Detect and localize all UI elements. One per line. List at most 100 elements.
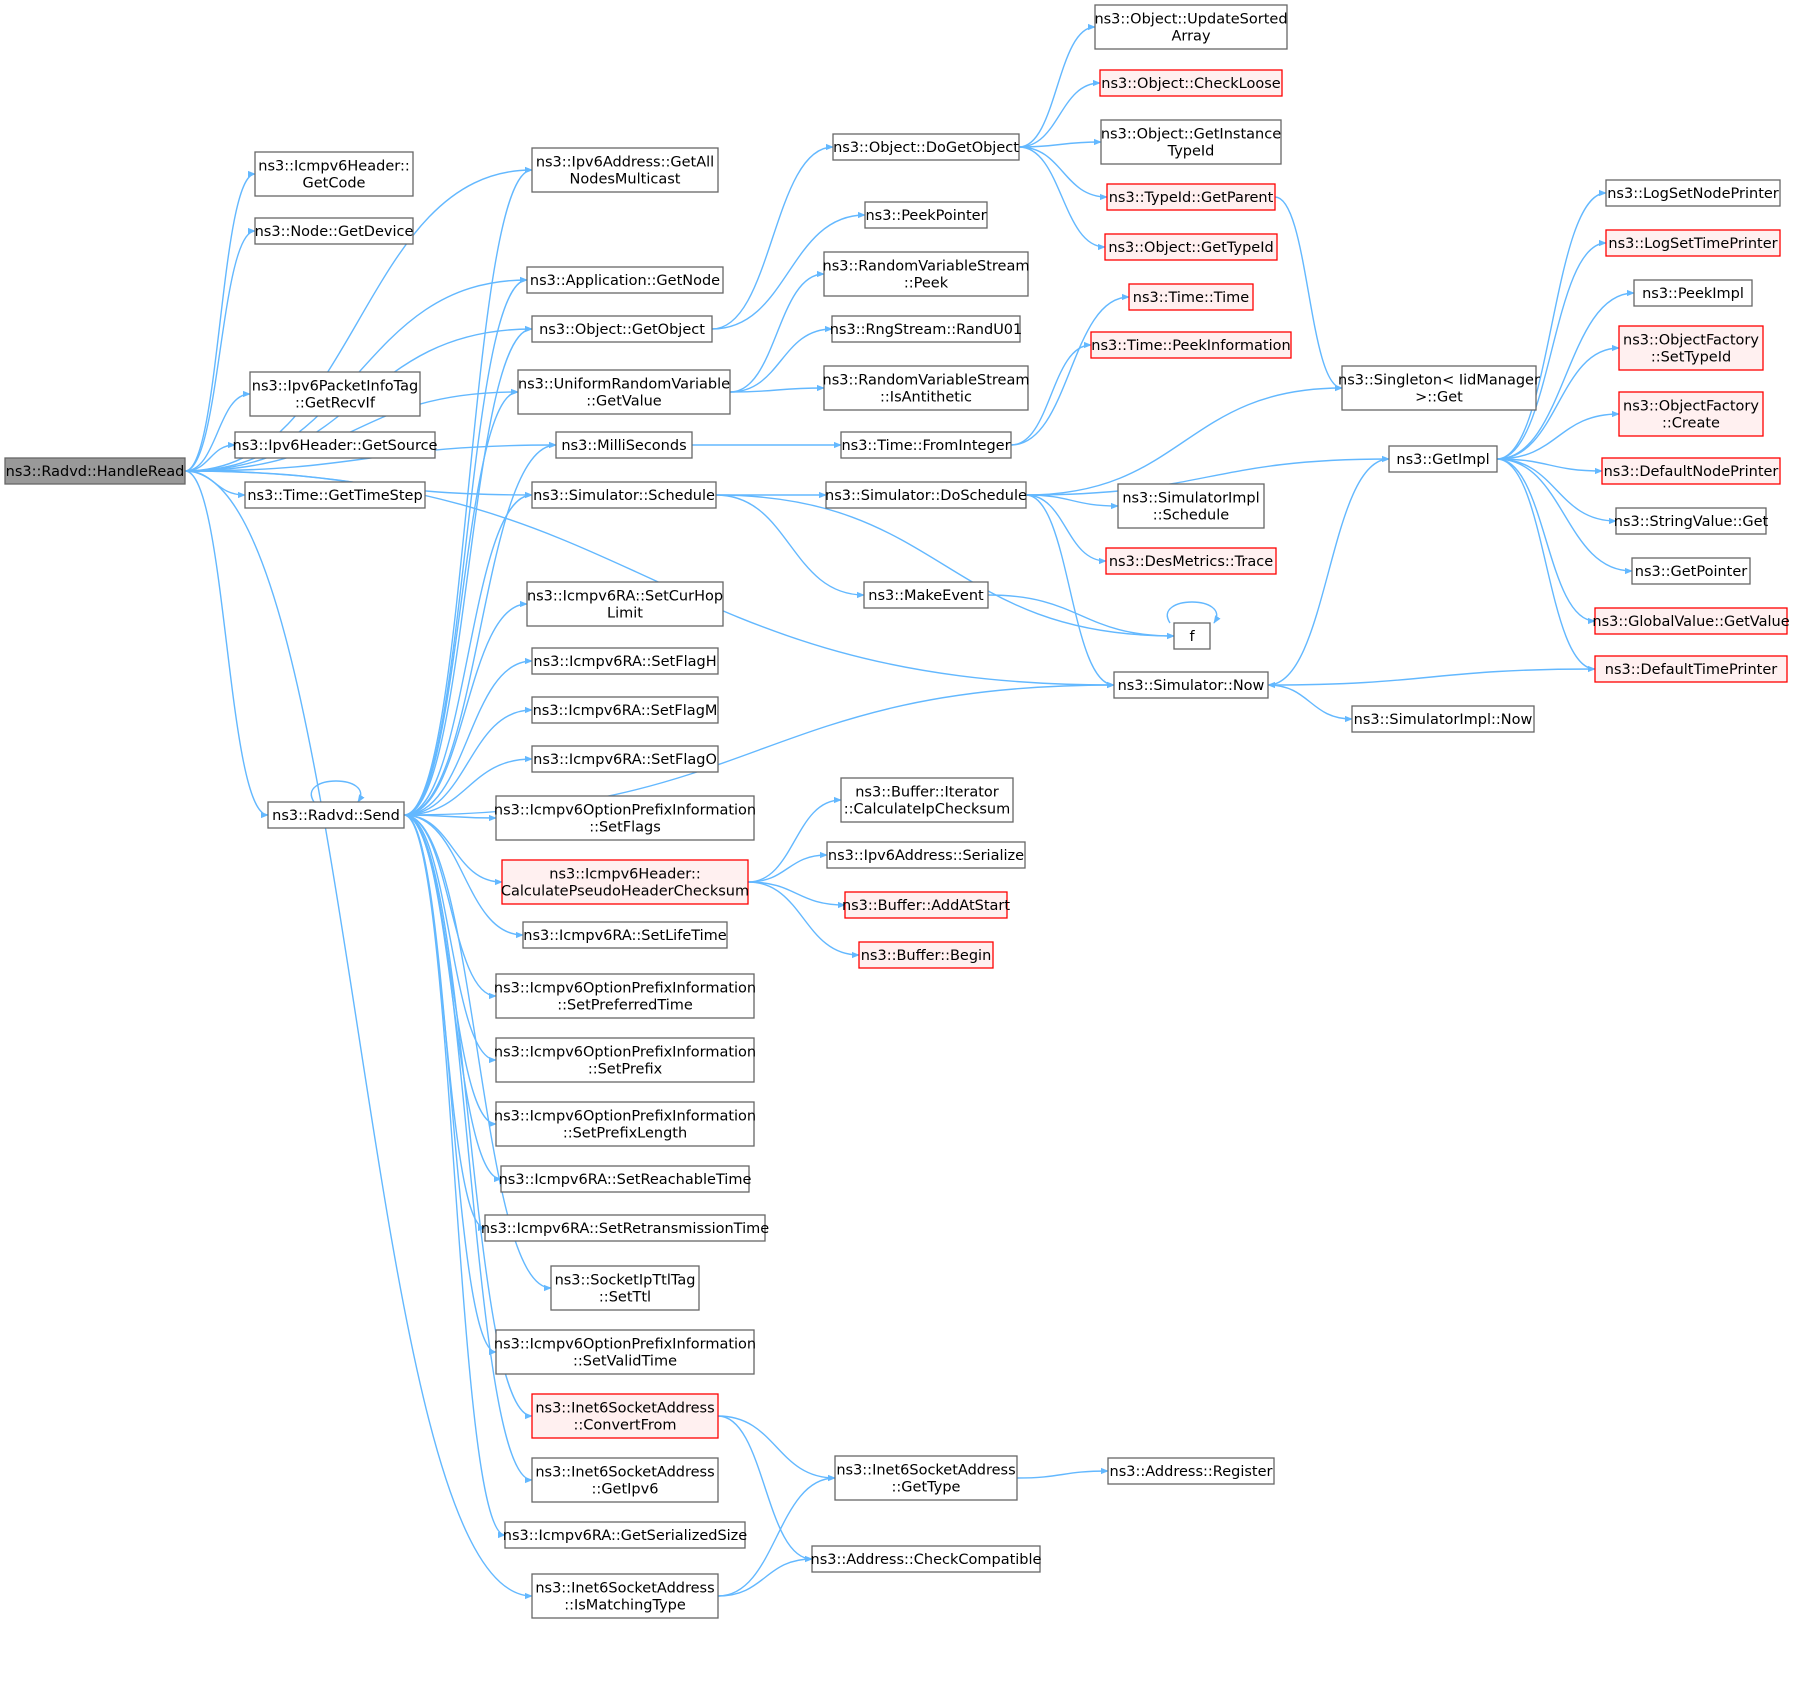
node-milli-seconds[interactable]: ns3::MilliSeconds <box>555 431 693 459</box>
node-label: ::ConvertFrom <box>573 1418 676 1434</box>
node-box <box>4 457 186 485</box>
node-label: ns3::Node::GetDevice <box>255 224 414 240</box>
node-peek-information[interactable]: ns3::Time::PeekInformation <box>1090 331 1292 359</box>
node-des-trace[interactable]: ns3::DesMetrics::Trace <box>1105 547 1277 575</box>
edge-get-impl-to-ofcreate <box>1496 410 1620 460</box>
node-default-time-printer[interactable]: ns3::DefaultTimePrinter <box>1594 655 1788 683</box>
node-box <box>500 1165 750 1193</box>
edge-send-to-set-prefix <box>403 814 497 1064</box>
node-get-serialized-size[interactable]: ns3::Icmpv6RA::GetSerializedSize <box>503 1521 748 1549</box>
node-get-device[interactable]: ns3::Node::GetDevice <box>254 217 414 245</box>
node-peek-pointer[interactable]: ns3::PeekPointer <box>864 201 988 229</box>
node-obj-get-type-id[interactable]: ns3::Object::GetTypeId <box>1104 233 1278 261</box>
nodes-layer: ns3::Radvd::HandleReadns3::Ipv6Address::… <box>4 4 1790 1619</box>
node-f[interactable]: f <box>1173 622 1211 650</box>
node-label: ns3::Icmpv6RA::GetSerializedSize <box>503 1528 748 1544</box>
node-i6-get-type[interactable]: ns3::Inet6SocketAddress::GetType <box>834 1455 1018 1501</box>
node-get-code[interactable]: ns3::Icmpv6Header::GetCode <box>254 151 414 197</box>
node-label: ns3::Icmpv6Header:: <box>549 867 700 883</box>
node-label: ns3::UniformRandomVariable <box>518 377 730 393</box>
node-app-get-node[interactable]: ns3::Application::GetNode <box>526 266 724 294</box>
node-label: TypeId <box>1167 144 1215 160</box>
node-sim-impl-schedule[interactable]: ns3::SimulatorImpl::Schedule <box>1117 483 1265 529</box>
node-make-event[interactable]: ns3::MakeEvent <box>863 581 989 609</box>
node-obj-get-object[interactable]: ns3::Object::GetObject <box>531 315 713 343</box>
node-box <box>531 315 713 343</box>
node-box <box>1615 507 1767 535</box>
node-ipv6-serialize[interactable]: ns3::Ipv6Address::Serialize <box>826 841 1026 869</box>
node-label: ::IsMatchingType <box>564 1598 686 1614</box>
node-get-ipv6[interactable]: ns3::Inet6SocketAddress::GetIpv6 <box>531 1457 719 1503</box>
node-iter-calc-ip[interactable]: ns3::Buffer::Iterator::CalculateIpChecks… <box>840 777 1014 823</box>
node-label: ns3::DefaultNodePrinter <box>1604 464 1779 480</box>
node-log-set-node-printer[interactable]: ns3::LogSetNodePrinter <box>1605 179 1781 207</box>
node-is-matching-type[interactable]: ns3::Inet6SocketAddress::IsMatchingType <box>531 1573 719 1619</box>
node-box <box>254 217 414 245</box>
node-get-recv-if[interactable]: ns3::Ipv6PacketInfoTag::GetRecvIf <box>249 371 421 417</box>
edge-send-to-set-ttl <box>403 814 552 1292</box>
node-set-flag-o[interactable]: ns3::Icmpv6RA::SetFlagO <box>531 745 719 773</box>
node-set-retrans-time[interactable]: ns3::Icmpv6RA::SetRetransmissionTime <box>481 1214 769 1242</box>
node-set-life-time[interactable]: ns3::Icmpv6RA::SetLifeTime <box>522 921 728 949</box>
node-ofcreate[interactable]: ns3::ObjectFactory::Create <box>1618 391 1764 437</box>
node-do-schedule[interactable]: ns3::Simulator::DoSchedule <box>825 481 1027 509</box>
node-set-flag-h[interactable]: ns3::Icmpv6RA::SetFlagH <box>531 647 719 675</box>
edge-from-integer-to-peek-information <box>1010 341 1092 446</box>
node-default-node-printer[interactable]: ns3::DefaultNodePrinter <box>1601 457 1781 485</box>
node-set-flag-m[interactable]: ns3::Icmpv6RA::SetFlagM <box>531 696 719 724</box>
node-set-reachable-time[interactable]: ns3::Icmpv6RA::SetReachableTime <box>499 1165 752 1193</box>
node-rvspeek[interactable]: ns3::RandomVariableStream::Peek <box>823 251 1030 297</box>
node-sim-schedule[interactable]: ns3::Simulator::Schedule <box>531 481 717 509</box>
node-set-preferred-time[interactable]: ns3::Icmpv6OptionPrefixInformation::SetP… <box>494 973 756 1019</box>
node-get-time-step[interactable]: ns3::Time::GetTimeStep <box>244 481 426 509</box>
node-check-compatible[interactable]: ns3::Address::CheckCompatible <box>811 1545 1042 1573</box>
node-get-source[interactable]: ns3::Ipv6Header::GetSource <box>233 431 438 459</box>
node-label: ns3::Icmpv6RA::SetFlagM <box>533 703 718 719</box>
node-set-flags[interactable]: ns3::Icmpv6OptionPrefixInformation::SetF… <box>494 795 756 841</box>
node-set-prefix-length[interactable]: ns3::Icmpv6OptionPrefixInformation::SetP… <box>494 1101 756 1147</box>
node-label: Array <box>1171 29 1210 45</box>
node-string-value-get[interactable]: ns3::StringValue::Get <box>1614 507 1769 535</box>
node-convert-from[interactable]: ns3::Inet6SocketAddress::ConvertFrom <box>531 1393 719 1439</box>
node-calc-pseudo[interactable]: ns3::Icmpv6Header::CalculatePseudoHeader… <box>501 859 749 905</box>
node-set-valid-time[interactable]: ns3::Icmpv6OptionPrefixInformation::SetV… <box>494 1329 756 1375</box>
node-buf-begin[interactable]: ns3::Buffer::Begin <box>858 941 994 969</box>
node-time-time[interactable]: ns3::Time::Time <box>1128 283 1254 311</box>
edge-send-to-milli-seconds <box>403 441 557 816</box>
node-get-pointer[interactable]: ns3::GetPointer <box>1631 557 1751 585</box>
edge-do-get-object-to-check-loose <box>1018 79 1101 148</box>
node-ofset-type-id[interactable]: ns3::ObjectFactory::SetTypeId <box>1618 325 1764 371</box>
node-singleton-get[interactable]: ns3::Singleton< IidManager>::Get <box>1338 365 1540 411</box>
node-uniform-get-value[interactable]: ns3::UniformRandomVariable::GetValue <box>517 369 731 415</box>
node-log-set-time-printer[interactable]: ns3::LogSetTimePrinter <box>1605 229 1781 257</box>
node-box <box>244 481 426 509</box>
node-set-prefix[interactable]: ns3::Icmpv6OptionPrefixInformation::SetP… <box>494 1037 756 1083</box>
node-addr-register[interactable]: ns3::Address::Register <box>1107 1457 1275 1485</box>
node-sim-now[interactable]: ns3::Simulator::Now <box>1113 671 1269 699</box>
node-peek-impl[interactable]: ns3::PeekImpl <box>1633 279 1753 307</box>
node-sim-impl-now[interactable]: ns3::SimulatorImpl::Now <box>1351 705 1535 733</box>
node-label: ::SetPrefixLength <box>563 1126 687 1142</box>
node-add-at-start[interactable]: ns3::Buffer::AddAtStart <box>842 891 1010 919</box>
node-box <box>517 369 731 415</box>
node-send[interactable]: ns3::Radvd::Send <box>267 801 405 829</box>
node-label: ns3::StringValue::Get <box>1614 514 1769 530</box>
node-do-get-object[interactable]: ns3::Object::DoGetObject <box>832 133 1020 161</box>
node-from-integer[interactable]: ns3::Time::FromInteger <box>840 431 1012 459</box>
node-rand-u01[interactable]: ns3::RngStream::RandU01 <box>830 315 1023 343</box>
node-handle-read[interactable]: ns3::Radvd::HandleRead <box>4 457 186 485</box>
node-label: ::SetPreferredTime <box>557 998 693 1014</box>
node-set-ttl[interactable]: ns3::SocketIpTtlTag::SetTtl <box>550 1265 700 1311</box>
node-label: ns3::Simulator::Now <box>1118 678 1265 694</box>
node-is-antithetic[interactable]: ns3::RandomVariableStream::IsAntithetic <box>823 365 1030 411</box>
node-check-loose[interactable]: ns3::Object::CheckLoose <box>1099 69 1283 97</box>
node-get-impl[interactable]: ns3::GetImpl <box>1388 445 1498 473</box>
node-gvget-value[interactable]: ns3::GlobalValue::GetValue <box>1592 607 1790 635</box>
node-box <box>1100 119 1282 165</box>
node-get-parent[interactable]: ns3::TypeId::GetParent <box>1106 183 1276 211</box>
node-label: ::SetTypeId <box>1651 350 1731 366</box>
